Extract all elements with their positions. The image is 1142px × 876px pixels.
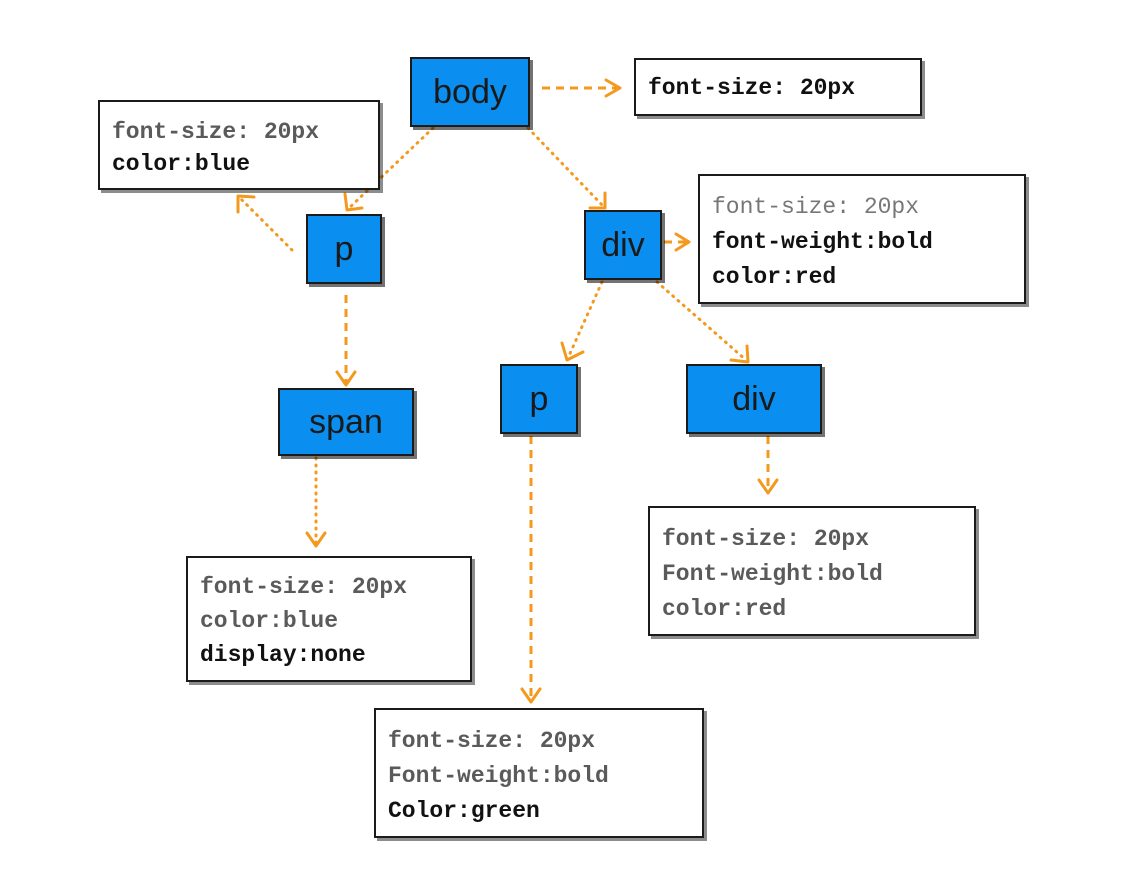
style-line: font-size: 20px [200, 574, 408, 600]
style-box-p: font-size: 20px color:blue [98, 100, 380, 190]
style-line: font-size: 20px [388, 728, 596, 754]
node-p-child: p [500, 364, 578, 434]
style-box-body: font-size: 20px [634, 58, 922, 116]
node-body: body [410, 57, 530, 127]
style-line: font-size: 20px [712, 194, 920, 220]
style-line: Font-weight:bold [662, 561, 883, 587]
style-box-p-child: font-size: 20px Font-weight:bold Color:g… [374, 708, 704, 838]
style-line: display:none [200, 642, 366, 668]
style-line: color:red [712, 264, 837, 290]
style-line: Color:green [388, 798, 540, 824]
node-span: span [278, 388, 414, 456]
style-line: font-size: 20px [648, 75, 856, 101]
style-box-div: font-size: 20px font-weight:bold color:r… [698, 174, 1026, 304]
style-line: color:blue [112, 151, 251, 177]
arrow-div-to-p [566, 280, 604, 360]
node-div-child: div [686, 364, 822, 434]
node-p: p [306, 214, 382, 284]
arrow-p-to-style [238, 196, 294, 252]
style-box-span: font-size: 20px color:blue display:none [186, 556, 472, 682]
style-line: color:red [662, 596, 787, 622]
style-line: color:blue [200, 608, 339, 634]
style-line: Font-weight:bold [388, 763, 609, 789]
style-line: font-weight:bold [712, 229, 933, 255]
arrow-body-to-div [526, 126, 607, 210]
node-div: div [584, 210, 662, 280]
arrow-div-to-div [655, 280, 748, 362]
style-line: font-size: 20px [662, 526, 870, 552]
style-line: font-size: 20px [112, 119, 320, 145]
arrow-body-to-p [345, 126, 435, 212]
style-box-div-child: font-size: 20px Font-weight:bold color:r… [648, 506, 976, 636]
